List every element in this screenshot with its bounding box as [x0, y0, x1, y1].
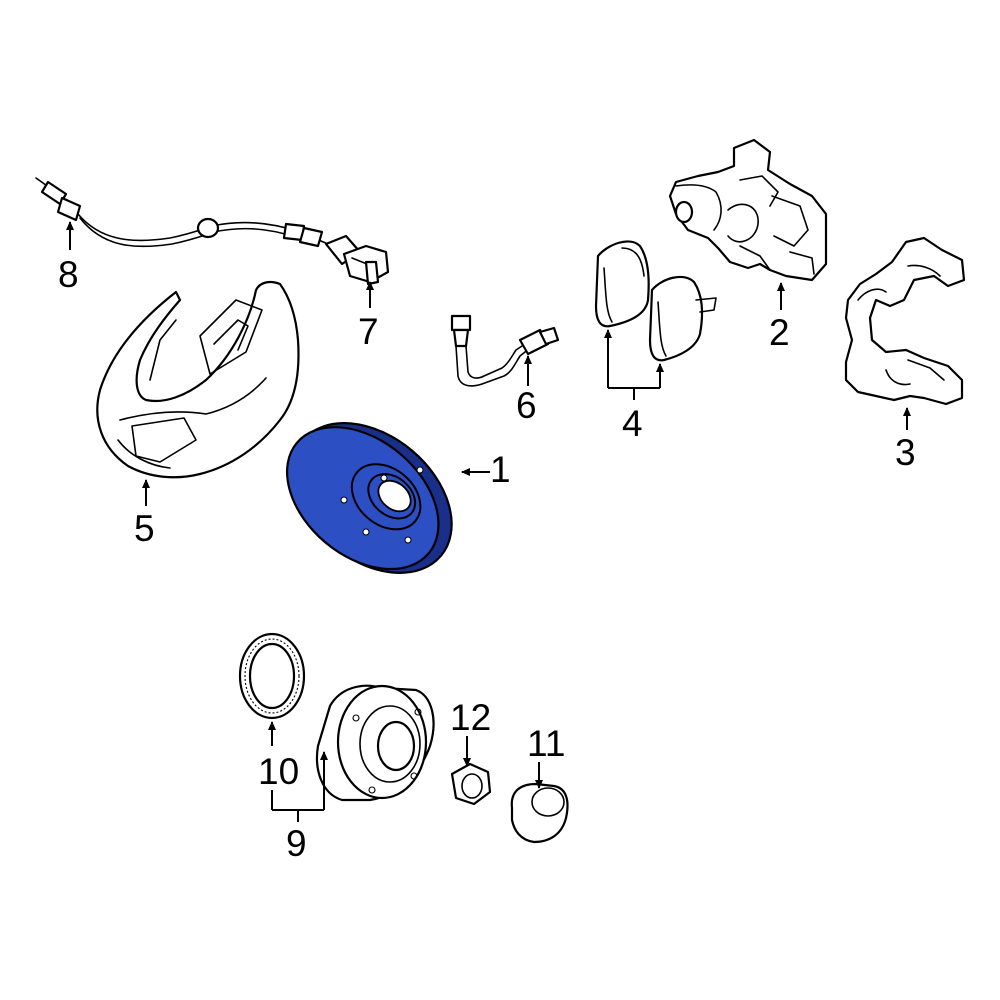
callout-labels: 1 2 3 4 5 6 7 8 9 10 11 12 [58, 254, 916, 864]
wheel-hub[interactable] [316, 684, 435, 802]
dust-cap[interactable] [510, 782, 569, 844]
callout-8: 8 [58, 254, 79, 295]
brake-rotor[interactable] [260, 391, 481, 605]
abs-sensor[interactable] [324, 234, 390, 286]
callout-9: 9 [286, 823, 307, 864]
callout-12: 12 [450, 697, 491, 738]
callout-4: 4 [622, 403, 643, 444]
callout-5: 5 [134, 508, 155, 549]
abs-sensor-cable[interactable] [35, 177, 351, 253]
brake-caliper[interactable] [668, 138, 828, 282]
callout-10: 10 [258, 751, 299, 792]
abs-tone-ring[interactable] [238, 632, 306, 720]
callout-3: 3 [895, 432, 916, 473]
hub-nut[interactable] [450, 762, 492, 806]
leader-lines [66, 221, 911, 822]
callout-11: 11 [527, 723, 565, 764]
callout-2: 2 [769, 312, 790, 353]
splash-shield[interactable] [96, 280, 300, 479]
brake-hose[interactable] [450, 314, 560, 387]
callout-6: 6 [516, 385, 537, 426]
caliper-bracket[interactable] [844, 236, 966, 406]
callout-7: 7 [358, 311, 379, 352]
brake-pads[interactable] [594, 240, 717, 362]
callout-1: 1 [490, 449, 511, 490]
